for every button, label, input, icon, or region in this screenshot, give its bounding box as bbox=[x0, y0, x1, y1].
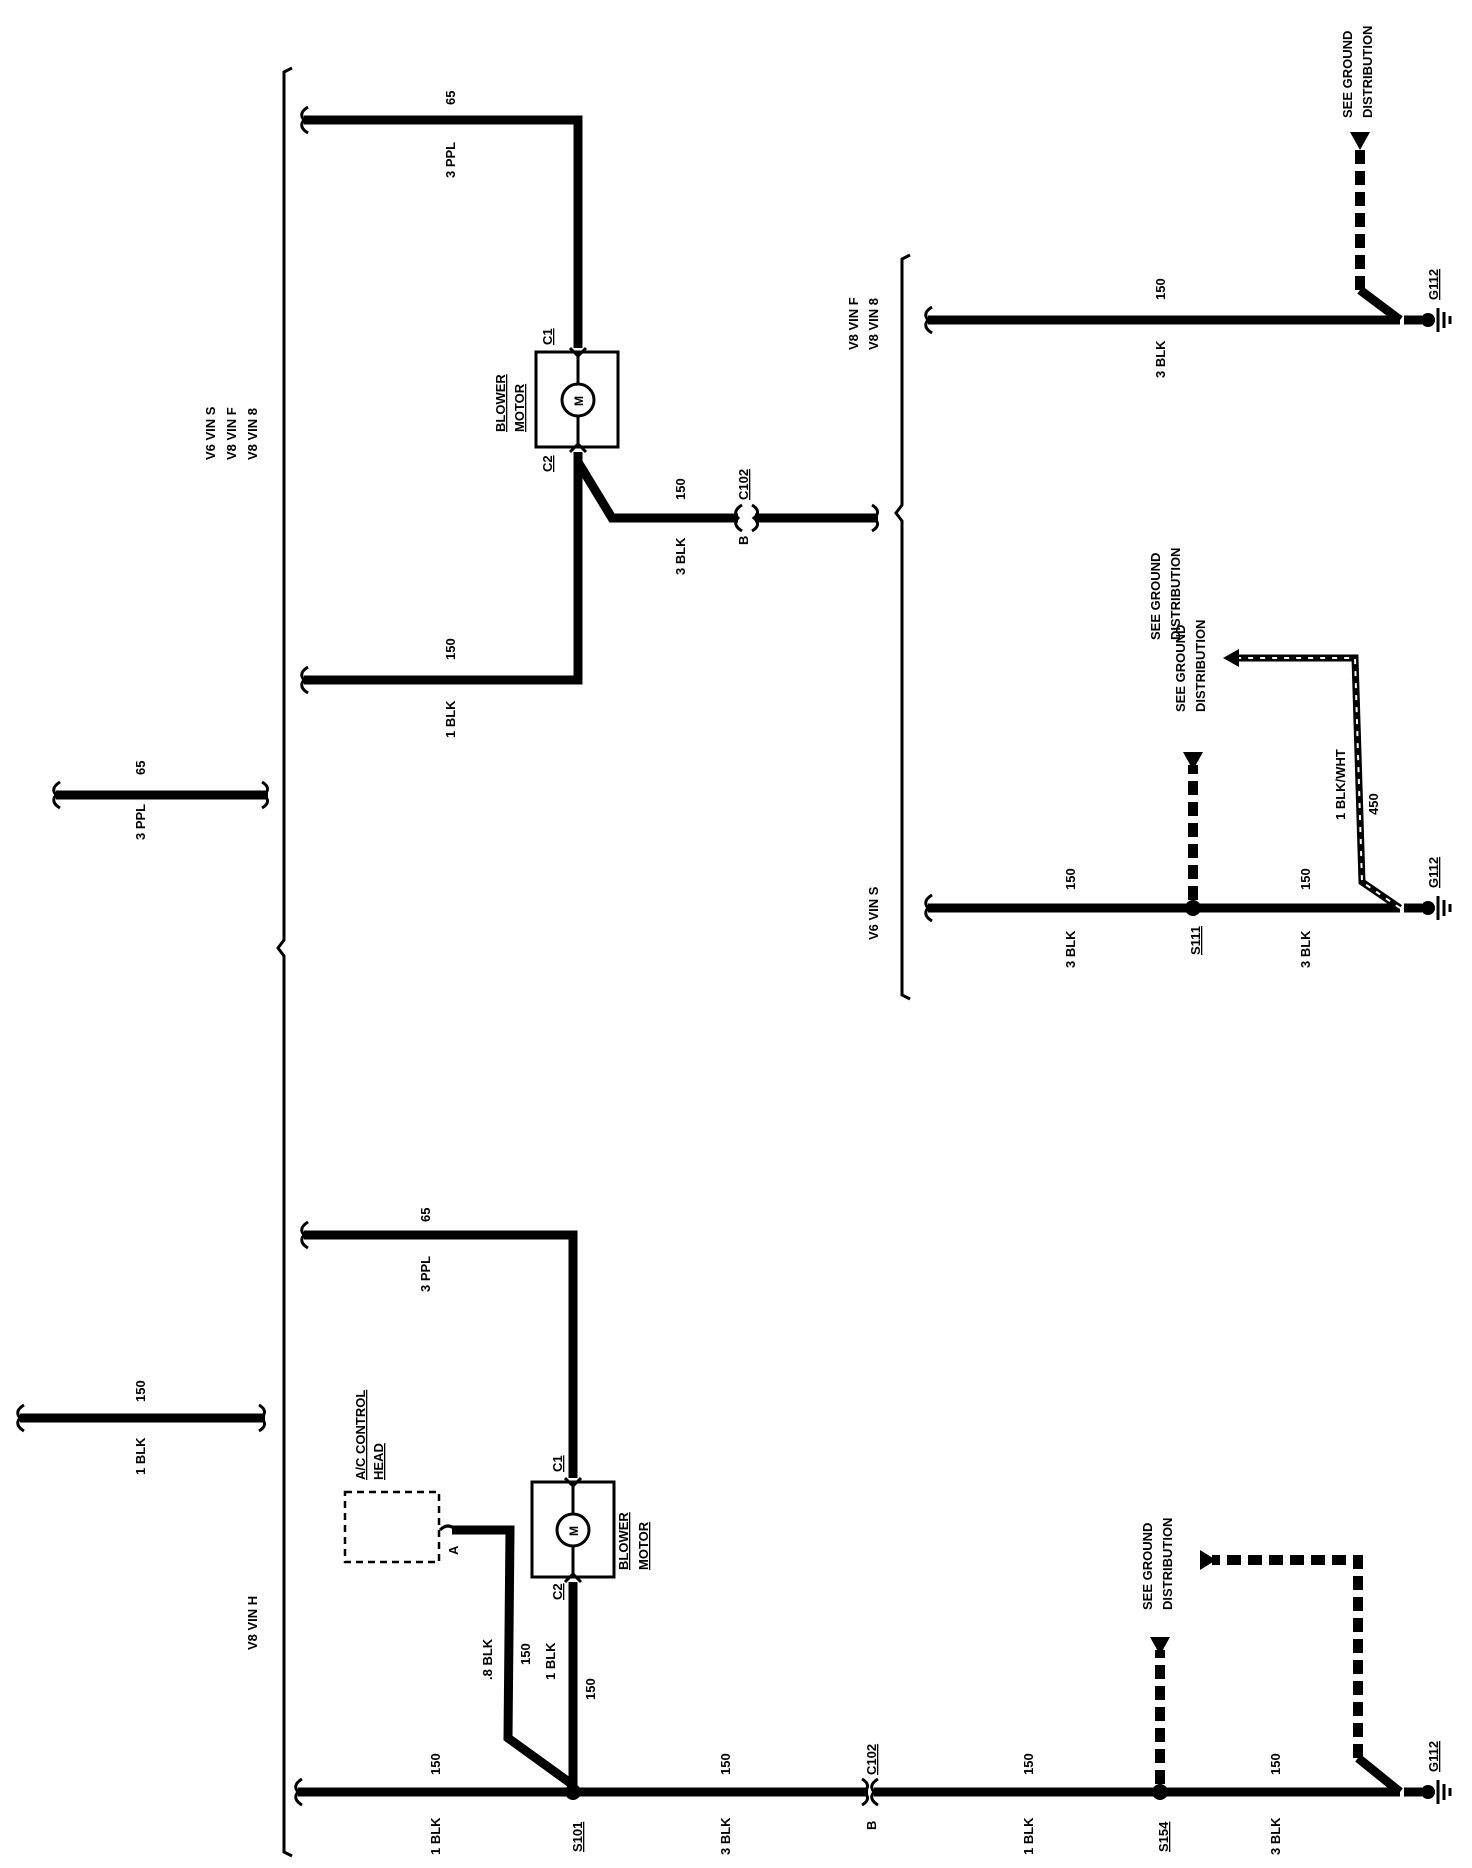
svg-text:M: M bbox=[567, 1526, 581, 1536]
ground-dist-arrow bbox=[1150, 1637, 1170, 1655]
splice-s101-node bbox=[565, 1784, 581, 1800]
svg-text:65: 65 bbox=[443, 91, 458, 105]
svg-text:150: 150 bbox=[1021, 1753, 1036, 1775]
ground-g112: G112 bbox=[1426, 1741, 1441, 1772]
wire-circuit-label: 150 bbox=[133, 1380, 148, 1402]
svg-text:3 PPL: 3 PPL bbox=[443, 142, 458, 178]
connector-c2: C2 bbox=[550, 1583, 565, 1600]
svg-text:450: 450 bbox=[1366, 793, 1381, 815]
lower-blower-circuit: 65 3 PPL M C1 C2 BLOWER MOTOR 1 BLK 150 … bbox=[294, 1208, 1452, 1855]
connector-ac-pin: A bbox=[446, 1545, 461, 1555]
svg-text:150: 150 bbox=[1298, 868, 1313, 890]
upper-blower-circuit: 65 3 PPL 150 1 BLK 150 3 BLK C102 B M C1… bbox=[300, 91, 879, 738]
svg-text:DISTRIBUTION: DISTRIBUTION bbox=[1193, 620, 1208, 712]
option-label-v8-vin-h: V8 VIN H bbox=[245, 1596, 260, 1650]
svg-text:SEE GROUND: SEE GROUND bbox=[1148, 553, 1163, 640]
wire-ppl-65-left: 3 PPL 65 bbox=[52, 761, 269, 840]
svg-text:SEE GROUND: SEE GROUND bbox=[1140, 1523, 1155, 1610]
svg-text:1 BLK: 1 BLK bbox=[443, 700, 458, 738]
blower-motor-label: BLOWER bbox=[616, 1512, 631, 1570]
blower-motor-label: BLOWER bbox=[493, 374, 508, 432]
svg-text:150: 150 bbox=[673, 478, 688, 500]
ground-g112: G112 bbox=[1426, 857, 1441, 888]
ac-control-head bbox=[343, 1490, 441, 1564]
svg-text:DISTRIBUTION: DISTRIBUTION bbox=[1160, 1518, 1175, 1610]
svg-text:3 BLK: 3 BLK bbox=[1153, 340, 1168, 378]
svg-text:1 BLK: 1 BLK bbox=[543, 1642, 558, 1680]
svg-text:V6 VIN S: V6 VIN S bbox=[203, 406, 218, 460]
ground-g112: G112 bbox=[1426, 269, 1441, 300]
svg-text:MOTOR: MOTOR bbox=[512, 383, 527, 432]
svg-text:V8 VIN F: V8 VIN F bbox=[224, 407, 239, 460]
ground-dist-arrow bbox=[1183, 752, 1203, 770]
svg-text:150: 150 bbox=[1063, 868, 1078, 890]
svg-text:3 PPL: 3 PPL bbox=[418, 1256, 433, 1292]
svg-text:1 BLK: 1 BLK bbox=[428, 1817, 443, 1855]
splice-s101: S101 bbox=[570, 1822, 585, 1852]
connector-c1: C1 bbox=[550, 1455, 565, 1472]
option-label-v6-vin-s: V6 VIN S bbox=[866, 886, 881, 940]
wire-gauge-label: 1 BLK bbox=[133, 1437, 148, 1475]
svg-text:M: M bbox=[572, 396, 586, 406]
option-label-v6-vin-s-group: V6 VIN S V8 VIN F V8 VIN 8 bbox=[203, 406, 260, 460]
connector-c1: C1 bbox=[540, 328, 555, 345]
svg-text:150: 150 bbox=[583, 1678, 598, 1700]
wire-circuit-label: 65 bbox=[133, 761, 148, 775]
svg-text:3 BLK: 3 BLK bbox=[1268, 1817, 1283, 1855]
svg-text:HEAD: HEAD bbox=[371, 1443, 386, 1480]
svg-text:150: 150 bbox=[443, 638, 458, 660]
svg-text:SEE GROUND: SEE GROUND bbox=[1173, 625, 1188, 712]
svg-text:A/C CONTROL: A/C CONTROL bbox=[353, 1390, 368, 1480]
svg-text:.8 BLK: .8 BLK bbox=[480, 1638, 495, 1680]
g112-node bbox=[1421, 1785, 1435, 1799]
svg-text:1 BLK: 1 BLK bbox=[1021, 1817, 1036, 1855]
svg-text:3 BLK: 3 BLK bbox=[1298, 930, 1313, 968]
svg-text:SEE GROUND: SEE GROUND bbox=[1340, 31, 1355, 118]
svg-text:150: 150 bbox=[518, 1643, 533, 1665]
ground-dist-arrow bbox=[1350, 132, 1370, 150]
svg-text:150: 150 bbox=[1268, 1753, 1283, 1775]
splice-s111: S111 bbox=[1188, 926, 1203, 955]
option-bracket-main bbox=[276, 66, 293, 1858]
svg-text:DISTRIBUTION: DISTRIBUTION bbox=[1360, 26, 1375, 118]
connector-c102: C102 bbox=[736, 469, 751, 500]
svg-text:3 BLK: 3 BLK bbox=[718, 1817, 733, 1855]
ground-circuit-v8-vin-f: 150 3 BLK G112 SEE GROUND DISTRIBUTION bbox=[924, 26, 1452, 378]
wire-blk-150-left: 1 BLK 150 bbox=[16, 1380, 266, 1475]
svg-text:V8 VIN 8: V8 VIN 8 bbox=[245, 408, 260, 460]
splice-s154: S154 bbox=[1156, 1821, 1171, 1852]
splice-s154-node bbox=[1152, 1784, 1168, 1800]
svg-text:150: 150 bbox=[428, 1753, 443, 1775]
svg-text:150: 150 bbox=[718, 1753, 733, 1775]
g112-node bbox=[1421, 901, 1435, 915]
wire-gauge-label: 3 PPL bbox=[133, 804, 148, 840]
svg-text:DISTRIBUTION: DISTRIBUTION bbox=[1168, 548, 1183, 640]
svg-text:1 BLK/WHT: 1 BLK/WHT bbox=[1333, 749, 1348, 820]
svg-text:V8 VIN F: V8 VIN F bbox=[846, 297, 861, 350]
see-ground-right-mid-2: SEE GROUND DISTRIBUTION bbox=[1148, 548, 1183, 640]
connector-c102-pin: B bbox=[736, 536, 751, 545]
g112-node bbox=[1421, 313, 1435, 327]
option-label-v8-vin-f-group: V8 VIN F V8 VIN 8 bbox=[846, 297, 881, 350]
connector-c102: C102 bbox=[864, 1744, 879, 1775]
option-bracket-right bbox=[894, 253, 911, 1001]
svg-text:3 BLK: 3 BLK bbox=[1063, 930, 1078, 968]
svg-text:3 BLK: 3 BLK bbox=[673, 537, 688, 575]
ground-circuit-v6-vin-s: 150 3 BLK 150 3 BLK S111 G112 1 BLK/WHT … bbox=[924, 620, 1452, 968]
svg-text:65: 65 bbox=[418, 1208, 433, 1222]
svg-text:MOTOR: MOTOR bbox=[636, 1521, 651, 1570]
splice-s111-node bbox=[1185, 900, 1201, 916]
svg-text:150: 150 bbox=[1153, 278, 1168, 300]
connector-c2: C2 bbox=[540, 455, 555, 472]
connector-c102-pin: B bbox=[864, 1821, 879, 1830]
svg-text:V8 VIN 8: V8 VIN 8 bbox=[866, 298, 881, 350]
